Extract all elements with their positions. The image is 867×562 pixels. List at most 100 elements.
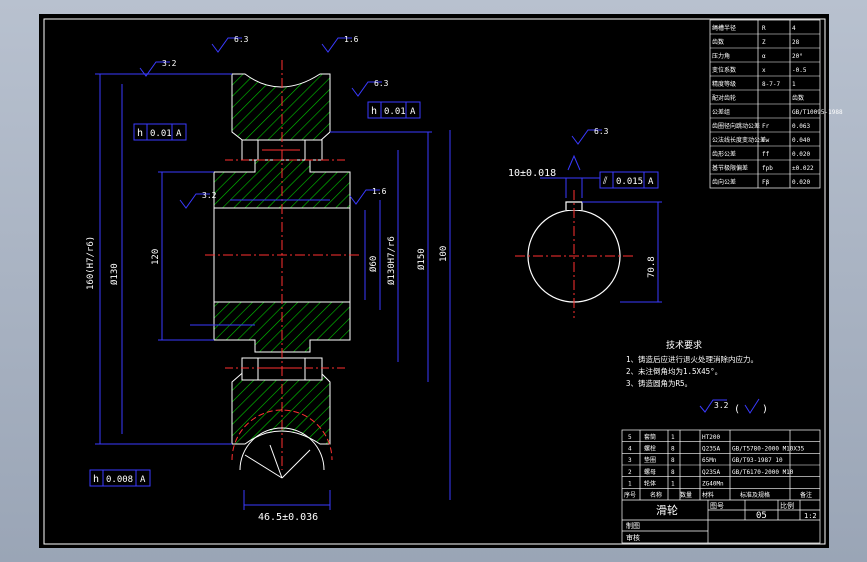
bom-header: 数量 bbox=[680, 491, 692, 499]
bom-name: 螺母 bbox=[644, 468, 656, 476]
parameter-name: 齿数 bbox=[712, 38, 724, 46]
svg-text:(: ( bbox=[734, 404, 740, 415]
dim-keyway-width: 10±0.018 bbox=[508, 168, 556, 179]
parameter-row: 配对齿轮齿数 bbox=[712, 94, 804, 102]
parameter-symbol: ff bbox=[762, 151, 770, 158]
dim-d150: Ø150 bbox=[416, 248, 427, 270]
svg-text:0.015: 0.015 bbox=[616, 177, 643, 187]
parameter-symbol: Fβ bbox=[762, 179, 770, 186]
sheet-number: 05 bbox=[756, 511, 767, 521]
dim-d160: 160(H7/r6) bbox=[86, 236, 96, 290]
parameter-name: 绳槽半径 bbox=[712, 24, 736, 32]
pulley-section-view bbox=[205, 60, 360, 479]
parameter-symbol: fpb bbox=[762, 165, 773, 172]
parameter-row: 压力角 α 20° bbox=[712, 52, 803, 60]
svg-text:h: h bbox=[137, 128, 143, 139]
drawing-sheet bbox=[39, 14, 829, 548]
dim-bore: Ø130H7/r6 bbox=[386, 236, 397, 285]
parameter-row: 精度等级 8-7-7 1 bbox=[712, 80, 796, 88]
bom-header: 备注 bbox=[800, 491, 812, 499]
svg-text:A: A bbox=[410, 107, 416, 117]
parameter-symbol: R bbox=[762, 25, 766, 32]
parameter-name: 精度等级 bbox=[712, 80, 736, 88]
parameter-value: 20° bbox=[792, 53, 803, 60]
tolerance-frame-right: h 0.01 A bbox=[367, 101, 421, 119]
bom-material: ZG40Mn bbox=[702, 480, 724, 487]
parameter-value: GB/T10095-1988 bbox=[792, 109, 843, 116]
bom-name: 套筒 bbox=[644, 433, 656, 441]
parameter-symbol: Z bbox=[762, 39, 766, 46]
parameter-name: 齿形公差 bbox=[712, 150, 736, 158]
parameter-value: 0.020 bbox=[792, 179, 810, 186]
bom-qty: 1 bbox=[671, 434, 675, 441]
bom-qty: 8 bbox=[671, 457, 675, 464]
parameter-value: 0.040 bbox=[792, 137, 810, 144]
bom-material: 65Mn bbox=[702, 457, 717, 464]
note-2: 2、未注倒角均为1.5X45°。 bbox=[626, 366, 722, 376]
parameter-row: 绳槽半径 R 4 bbox=[712, 24, 796, 32]
bom-name: 垫圈 bbox=[644, 456, 656, 464]
dim-d120: 120 bbox=[151, 249, 161, 265]
parameter-row: 公差组 GB/T10095-1988 bbox=[712, 108, 843, 116]
svg-text:比例: 比例 bbox=[780, 501, 794, 510]
dim-width-bottom: 46.5±0.036 bbox=[258, 512, 318, 523]
svg-text:1.6: 1.6 bbox=[372, 187, 387, 196]
parameter-symbol: α bbox=[762, 53, 766, 60]
bom-std: GB/T93-1987 10 bbox=[732, 457, 783, 464]
parameter-row: 齿形公差 ff 0.020 bbox=[712, 150, 810, 158]
dim-d60: Ø60 bbox=[368, 256, 379, 272]
bom-no: 3 bbox=[628, 457, 632, 464]
parameter-symbol: Fw bbox=[762, 137, 770, 144]
parameter-value: 4 bbox=[792, 25, 796, 32]
svg-text:): ) bbox=[762, 404, 768, 415]
bom-material: Q235A bbox=[702, 445, 720, 452]
bom-header: 名称 bbox=[650, 491, 662, 499]
note-3: 3、铸造圆角为R5。 bbox=[626, 378, 692, 388]
dimension-lines bbox=[95, 73, 451, 510]
parameter-name: 齿圈径向跳动公差 bbox=[712, 122, 760, 130]
svg-text:6.3: 6.3 bbox=[374, 79, 389, 88]
svg-text:3.2: 3.2 bbox=[202, 191, 217, 200]
bom-header: 材料 bbox=[702, 491, 714, 499]
note-1: 1、铸造后应进行退火处理消除内应力。 bbox=[626, 354, 758, 364]
parameter-symbol: 8-7-7 bbox=[762, 81, 780, 88]
svg-text:1.6: 1.6 bbox=[344, 35, 359, 44]
tolerance-frame-bottom: h 0.008 A bbox=[89, 469, 151, 487]
svg-text:图号: 图号 bbox=[710, 502, 724, 510]
bom-qty: 8 bbox=[671, 445, 675, 452]
parameter-name: 基节极限偏差 bbox=[712, 164, 748, 172]
bom-qty: 1 bbox=[671, 480, 675, 487]
parameter-row: 基节极限偏差 fpb ±0.022 bbox=[712, 164, 814, 172]
parameter-name: 公差组 bbox=[712, 108, 730, 116]
parameter-name: 配对齿轮 bbox=[712, 94, 736, 102]
parameter-value: 1 bbox=[792, 81, 796, 88]
dim-d100: 100 bbox=[439, 246, 449, 262]
parameter-value: -0.5 bbox=[792, 67, 807, 74]
parameter-value: 0.020 bbox=[792, 151, 810, 158]
bom-header: 序号 bbox=[624, 491, 636, 499]
tolerance-frame-keyway: ⫽ 0.015 A bbox=[599, 171, 659, 189]
bom-header: 标准及规格 bbox=[740, 491, 770, 499]
svg-text:3.2: 3.2 bbox=[162, 59, 177, 68]
parameter-symbol: Fr bbox=[762, 123, 770, 130]
roughness-markers bbox=[139, 37, 602, 209]
parameter-name: 变位系数 bbox=[712, 66, 736, 74]
parameter-name: 压力角 bbox=[712, 52, 730, 60]
svg-text:审核: 审核 bbox=[626, 533, 640, 542]
dim-keyway-depth: 70.8 bbox=[647, 256, 657, 278]
general-roughness: 3.2 ( ) bbox=[699, 398, 768, 415]
parameter-value: ±0.022 bbox=[792, 165, 814, 172]
bom-material: HT200 bbox=[702, 434, 720, 441]
notes-title: 技术要求 bbox=[666, 339, 702, 351]
bom-name: 轮体 bbox=[644, 479, 656, 487]
svg-text:A: A bbox=[140, 475, 146, 485]
bom-std: GB/T5780-2000 M10X35 bbox=[732, 445, 805, 452]
parameter-name: 公法线长度变动公差 bbox=[712, 136, 766, 144]
